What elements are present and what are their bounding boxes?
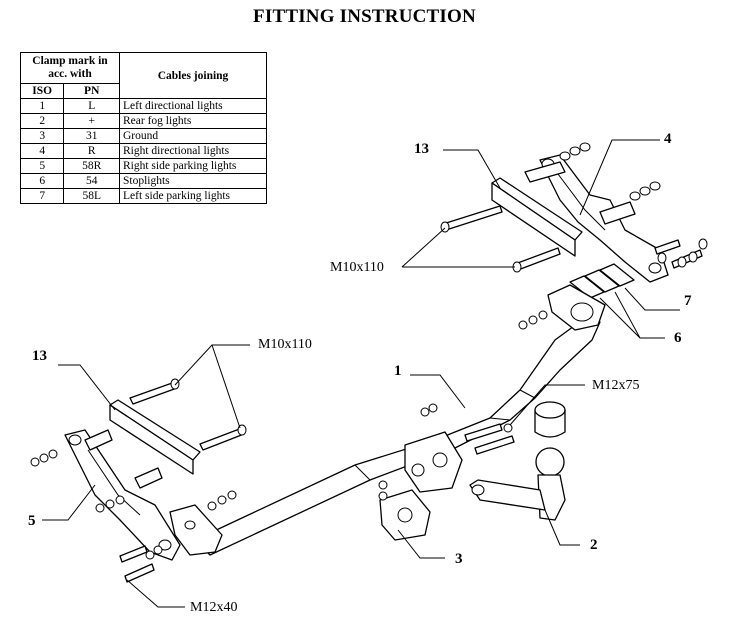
clamp-table: Clamp mark in acc. with Cables joining I… [19,52,267,204]
center-block-and-socket [378,403,463,541]
table-header-clamp: Clamp mark in acc. with [20,52,120,84]
main-crossbar [169,284,606,556]
callout-1: 1 [394,363,402,379]
callout-6: 6 [674,330,682,346]
callout-3: 3 [455,551,463,567]
callout-2: 2 [590,537,598,553]
table-cell-pn: 58R [63,158,120,174]
callout-4: 4 [664,131,672,147]
table-header-pn: PN [63,83,120,99]
callout-m12x40: M12x40 [190,600,237,615]
callout-m10x110-top: M10x110 [330,260,384,275]
callout-13-top: 13 [414,141,429,157]
table-cell-cable: Left side parking lights [119,188,267,204]
callout-m12x75: M12x75 [592,378,639,393]
table-row: 2+Rear fog lights [19,113,267,129]
callout-m10x110-left: M10x110 [258,337,312,352]
left-bracket-assembly [30,378,247,583]
callout-7: 7 [684,293,692,309]
callout-5: 5 [28,513,36,529]
callout-13-left: 13 [32,348,47,364]
table-cell-iso: 7 [19,188,65,204]
page-title: FITTING INSTRUCTION [253,6,476,27]
table-cell-cable: Right side parking lights [119,158,267,174]
leader-lines [42,139,680,608]
tow-ball-mount [464,401,566,521]
right-bracket-assembly [440,142,708,299]
